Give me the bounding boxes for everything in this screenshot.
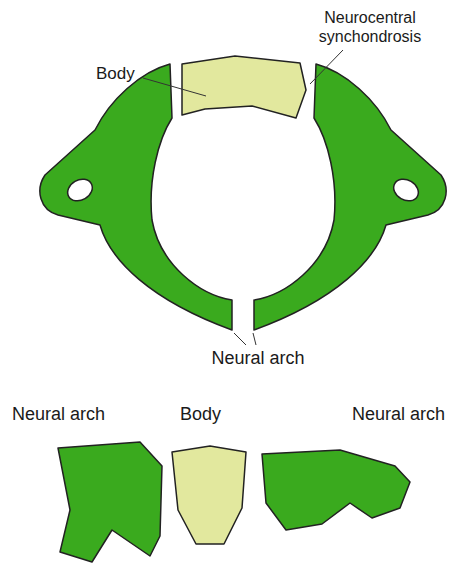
structure-label: Neurocentral synchondrosis bbox=[306, 8, 434, 46]
part-label: Body bbox=[96, 64, 135, 84]
neural-arch-side-left bbox=[58, 442, 162, 562]
part-label: Neural arch bbox=[352, 404, 445, 426]
vertebral-body-side bbox=[172, 446, 246, 544]
part-label: Body bbox=[180, 404, 221, 426]
leader-line bbox=[234, 333, 246, 345]
leader-line bbox=[143, 78, 206, 96]
part-label: Neural arch bbox=[12, 404, 105, 426]
vertebral-body bbox=[182, 56, 306, 118]
leader-line bbox=[253, 333, 256, 345]
part-label: Neural arch bbox=[193, 348, 323, 370]
neural-arch-left bbox=[40, 64, 232, 330]
neural-arch-side-right bbox=[262, 450, 410, 530]
leader-line bbox=[310, 50, 343, 84]
neural-arch-right bbox=[254, 64, 446, 330]
